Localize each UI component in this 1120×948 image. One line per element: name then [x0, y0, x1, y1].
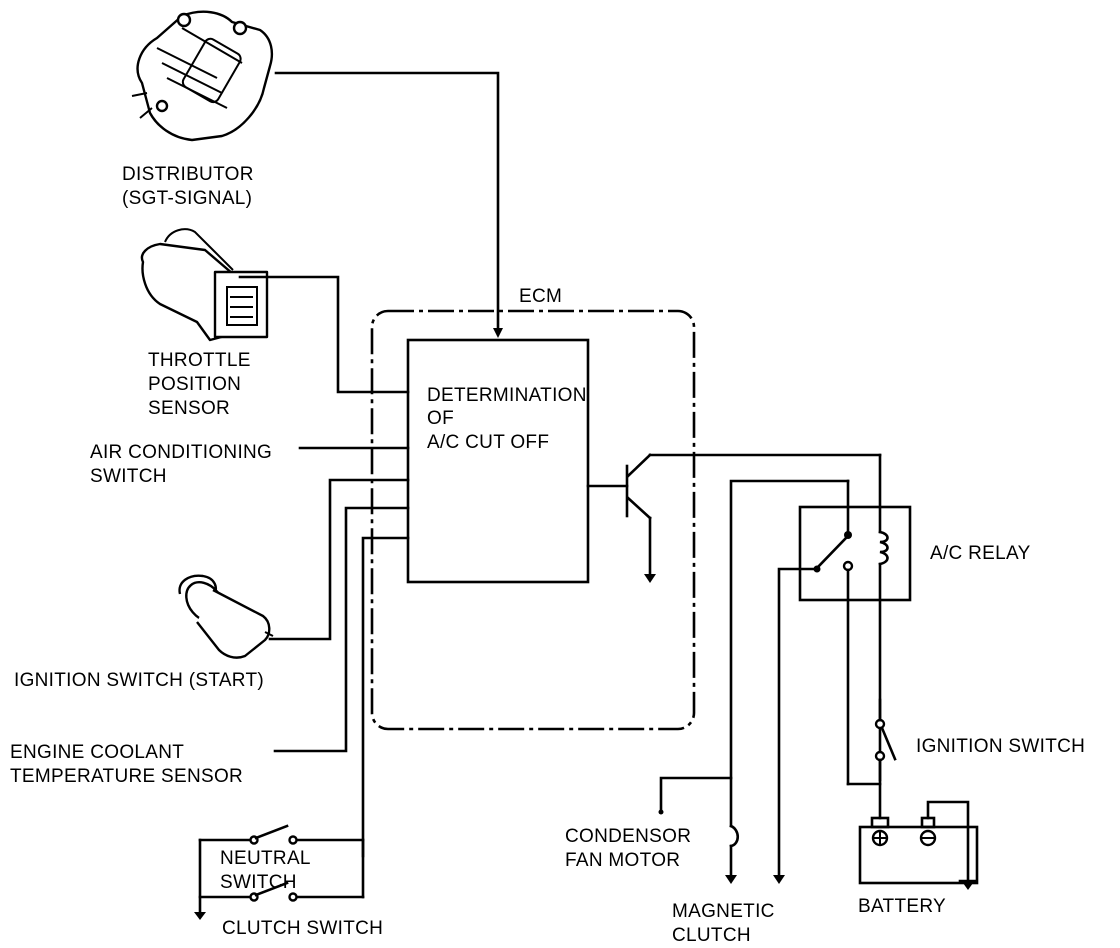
wire-distributor [274, 71, 500, 336]
neutral-switch-icon [198, 824, 365, 845]
ground-icon [725, 875, 737, 884]
terminal-icon [658, 809, 664, 815]
ac-switch-label-1: AIR CONDITIONING [90, 442, 272, 463]
arrow-icon [493, 328, 503, 338]
clutch-switch-label: CLUTCH SWITCH [222, 918, 383, 939]
condensor-fan-label-1: CONDENSOR [565, 826, 691, 847]
condensor-fan-label-2: FAN MOTOR [565, 850, 680, 871]
battery-label: BATTERY [858, 896, 946, 917]
ground-icon [773, 875, 785, 884]
distributor-icon [131, 10, 274, 142]
tps-label-2: POSITION [148, 374, 241, 395]
clutch-switch-icon [194, 838, 365, 920]
magnetic-clutch-label-1: MAGNETIC [672, 901, 775, 922]
block-line-3: A/C CUT OFF [427, 432, 549, 453]
wire-ignition-start [268, 478, 410, 641]
throttle-position-sensor-icon [140, 228, 269, 342]
block-line-2: OF [427, 408, 454, 429]
ac-relay-label: A/C RELAY [930, 543, 1031, 564]
wire-relay-to-fan [729, 479, 850, 828]
wire-neutral-clutch [361, 536, 410, 858]
block-line-1: DETERMINATION [427, 385, 587, 406]
battery-icon [858, 800, 979, 890]
wire-throttle-position-sensor [238, 275, 410, 394]
ecm-boundary [370, 309, 696, 731]
ignition-switch-icon [846, 718, 897, 820]
tps-label-3: SENSOR [148, 398, 230, 419]
fuse-icon [729, 824, 740, 848]
ground-icon [963, 883, 973, 890]
transistor-icon [586, 453, 882, 583]
ignition-switch-start-icon [178, 574, 274, 659]
ground-icon [644, 574, 656, 583]
ac-relay-icon [798, 453, 912, 786]
distributor-label-1: DISTRIBUTOR [122, 164, 254, 185]
neutral-switch-label-2: SWITCH [220, 872, 297, 893]
ignition-start-label: IGNITION SWITCH (START) [14, 670, 264, 691]
determination-block: DETERMINATION OF A/C CUT OFF [406, 338, 590, 584]
neutral-switch-label-1: NEUTRAL [220, 848, 311, 869]
ect-label-1: ENGINE COOLANT [10, 742, 184, 763]
ground-icon [194, 912, 206, 920]
wire-condensor-fan [659, 776, 733, 812]
magnetic-clutch-label-2: CLUTCH [672, 925, 751, 946]
distributor-label-2: (SGT-SIGNAL) [122, 188, 252, 209]
ect-label-2: TEMPERATURE SENSOR [10, 766, 243, 787]
ecm-label: ECM [519, 286, 562, 307]
ignition-switch-label: IGNITION SWITCH [916, 736, 1085, 757]
wire-relay-to-magnetic-clutch [777, 567, 819, 877]
tps-label-1: THROTTLE [148, 350, 251, 371]
ac-switch-label-2: SWITCH [90, 466, 167, 487]
wire-coolant-sensor [273, 506, 410, 753]
